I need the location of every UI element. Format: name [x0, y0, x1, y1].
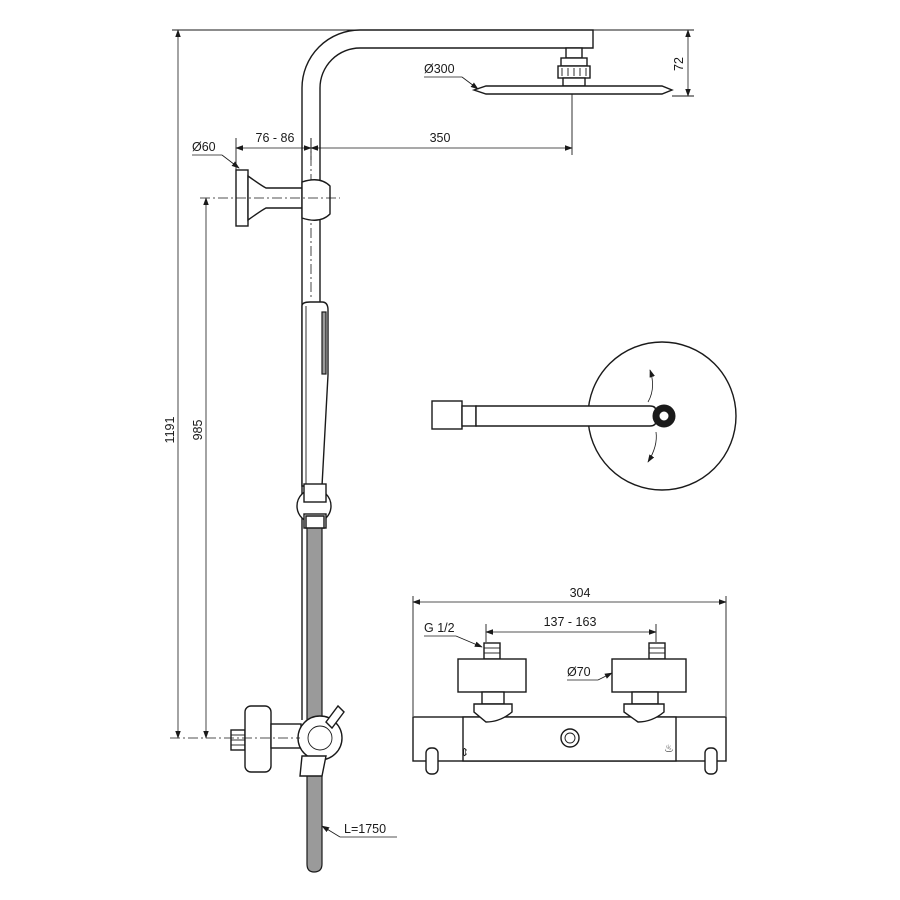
- eccentric-diameter-label: Ø70: [567, 665, 591, 679]
- dimension-inlet-spacing: 137 - 163: [485, 615, 657, 642]
- head-diameter-label: Ø300: [424, 62, 455, 76]
- wall-offset-label: 76 - 86: [256, 131, 295, 145]
- mixer-width-label: 304: [570, 586, 591, 600]
- dimension-arm-length: 350: [310, 94, 573, 155]
- arm-rotation-top-view: [431, 341, 737, 491]
- dimension-total-height: 1191: [163, 29, 590, 739]
- svg-text:♨: ♨: [664, 743, 674, 755]
- dimension-eccentric-diameter: Ø70: [567, 665, 613, 681]
- left-eccentric: [457, 642, 527, 723]
- total-height-label: 1191: [163, 417, 177, 444]
- shower-column-side-view: 1191 985 72 Ø300 350: [163, 29, 694, 873]
- rotation-arrow-down: [647, 431, 657, 463]
- hose-length-label: L=1750: [344, 822, 386, 836]
- rotation-arrow-up: [647, 369, 655, 403]
- dimension-head-diameter: Ø300: [424, 62, 479, 90]
- arm-length-label: 350: [430, 131, 451, 145]
- dimension-inlet-thread: G 1/2: [424, 621, 483, 648]
- svg-text:⇕: ⇕: [460, 747, 469, 759]
- dimension-bracket-diameter: Ø60: [192, 140, 240, 169]
- inlet-thread-label: G 1/2: [424, 621, 455, 635]
- outlet-height-label: 985: [191, 420, 205, 441]
- mixer-side-view: [170, 704, 345, 777]
- shower-hose: [305, 515, 325, 873]
- mixer-front-view: ⇕ ♨ 304 137 - 163 G 1/2 Ø70: [412, 586, 727, 775]
- head-drop-label: 72: [672, 57, 686, 71]
- bracket-diameter-label: Ø60: [192, 140, 216, 154]
- dimension-outlet-height: 985: [191, 197, 236, 739]
- wall-bracket: [235, 169, 340, 227]
- inlet-spacing-label: 137 - 163: [544, 615, 597, 629]
- head-connector: [557, 47, 591, 87]
- dimension-mixer-width: 304: [412, 586, 727, 716]
- dimension-head-drop: 72: [593, 29, 694, 97]
- dimension-hose-length: L=1750: [321, 822, 397, 838]
- right-eccentric: [611, 642, 687, 723]
- hand-shower: [301, 301, 329, 487]
- shower-head: [471, 85, 674, 95]
- dimension-wall-offset: 76 - 86: [235, 131, 312, 170]
